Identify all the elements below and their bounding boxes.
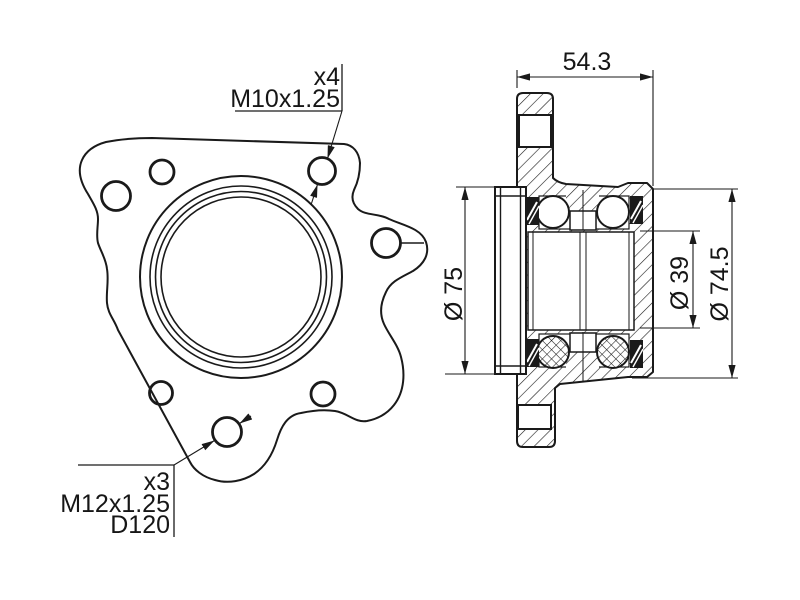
- front-view-labels: x4 M10x1.25 x3 M12x1.25 D120: [60, 63, 340, 539]
- hub-barrel-face: [494, 186, 527, 375]
- center-bore-rings: [139, 175, 343, 379]
- seal-left: [526, 197, 540, 225]
- flange-bolt-hole-bottom: [517, 404, 552, 430]
- seal-left: [526, 339, 540, 367]
- bearing-ball: [596, 195, 630, 229]
- callout-m12-thread: M12x1.25: [60, 490, 170, 518]
- hub-bore: [527, 231, 635, 331]
- flange-bolt-hole-top: [518, 114, 552, 148]
- bolt-hole-m10: [148, 158, 176, 186]
- bolt-hole-m12: [370, 227, 402, 259]
- dim-bore-label: Ø 39: [666, 256, 694, 310]
- lower-bearing: [526, 332, 644, 369]
- bearing-ball-sectioned: [536, 335, 570, 369]
- dim-width-54-3: [516, 70, 654, 186]
- flange-outline: [78, 137, 429, 483]
- section-view: [445, 70, 738, 448]
- seal-right: [630, 196, 644, 224]
- leader-line: [239, 413, 253, 424]
- callout-m12-qty: x3: [144, 468, 170, 496]
- dim-width-label: 54.3: [563, 48, 612, 76]
- callout-m12: [78, 413, 253, 537]
- bolt-holes: [100, 156, 402, 448]
- bearing-ball: [536, 195, 570, 229]
- seal-right: [630, 340, 644, 368]
- leader-line: [326, 110, 343, 159]
- front-view: [78, 64, 429, 537]
- leader-line: [173, 440, 215, 466]
- dim-outer-label: Ø 74.5: [706, 246, 734, 321]
- section-view-labels: 54.3 Ø 75 Ø 39 Ø 74.5: [440, 48, 734, 322]
- bolt-hole-m12: [100, 180, 132, 212]
- dim-bore-d39: [640, 230, 700, 329]
- callout-m12-boltcircle: D120: [110, 511, 170, 539]
- dim-flange-d75: [445, 186, 522, 375]
- dim-outer-d74-5: [632, 188, 738, 379]
- callout-m10: [235, 64, 343, 206]
- leader-line: [310, 184, 319, 206]
- bearing-ball-sectioned: [596, 335, 630, 369]
- bolt-hole-m10: [307, 156, 337, 186]
- bolt-hole-m12: [211, 416, 243, 448]
- dimensions: [445, 70, 738, 379]
- callout-m10-thread: M10x1.25: [230, 85, 340, 113]
- dim-flange-label: Ø 75: [440, 267, 468, 321]
- callout-m10-qty: x4: [314, 63, 341, 91]
- upper-bearing: [526, 195, 644, 231]
- bolt-hole-m10: [309, 380, 337, 408]
- bolt-hole-m10: [148, 380, 174, 406]
